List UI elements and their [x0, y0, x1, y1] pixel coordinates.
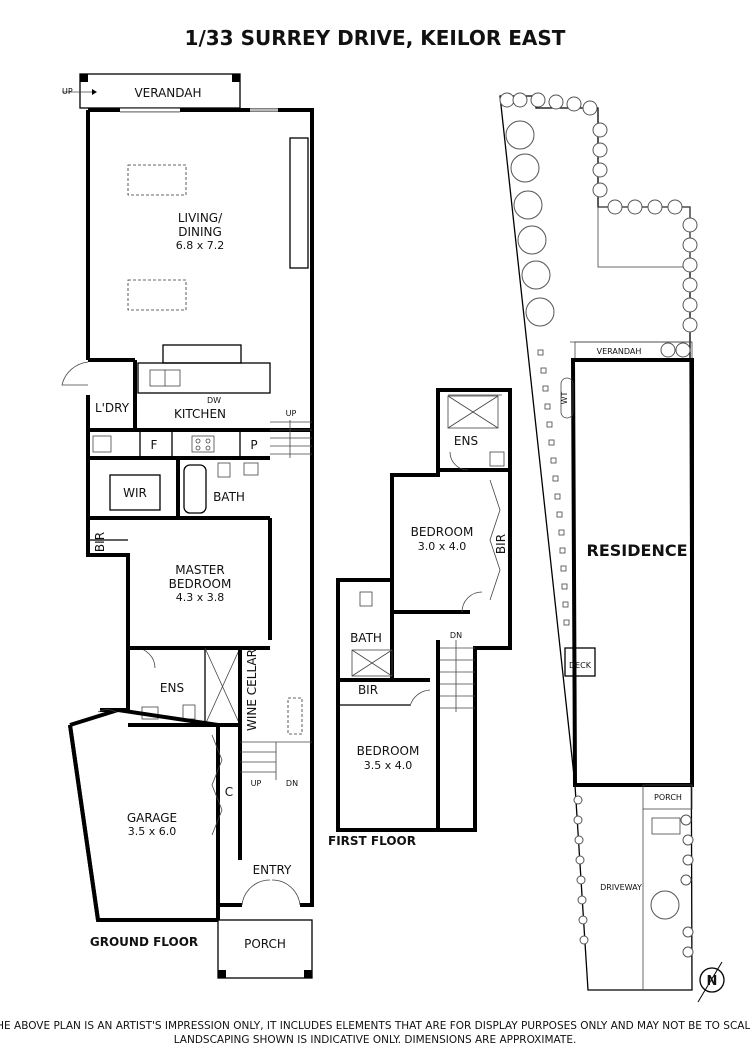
stepping-stones	[537, 349, 570, 626]
stair-dn-under: DN	[286, 779, 298, 788]
bedroom-2-dim: 3.5 x 4.0	[364, 759, 413, 772]
master-label: MASTER	[175, 563, 224, 577]
ens-shower	[447, 395, 499, 429]
laundry-door	[61, 361, 89, 386]
stair-up-label: UP	[286, 409, 297, 418]
ground-stair	[270, 420, 312, 458]
dishwasher-label: DW	[207, 396, 221, 405]
kitchen-label: KITCHEN	[174, 407, 226, 421]
residence-outline	[570, 358, 694, 787]
pantry-label: P	[250, 438, 257, 452]
first-floor-heading: FIRST FLOOR	[328, 834, 416, 848]
living-dim: 6.8 x 7.2	[176, 239, 225, 252]
ground-floor-plan: UP VERANDAH LIVING/ DINING 6.8 x 7.2 DW …	[61, 73, 314, 979]
first-floor-plan: ENS BEDROOM 3.0 x 4.0 BIR BATH DN	[328, 388, 512, 848]
entry-label: ENTRY	[253, 863, 292, 877]
cooktop	[191, 435, 215, 453]
deck-box	[564, 647, 596, 677]
ensuite-first-label: ENS	[454, 434, 478, 448]
site-porch-label: PORCH	[654, 793, 682, 802]
wir-label: WIR	[123, 486, 147, 500]
bathtub	[183, 464, 207, 514]
disclaimer-line-2: LANDSCAPING SHOWN IS INDICATIVE ONLY. DI…	[174, 1034, 577, 1046]
bath-label: BATH	[213, 490, 245, 504]
bedroom-1-label: BEDROOM	[411, 525, 474, 539]
stair-dn-first: DN	[450, 631, 462, 640]
site-plan: VERANDAH WT RESIDENCE DECK PORCH DRIVEWA…	[499, 92, 725, 1003]
ens-toilet	[182, 704, 196, 720]
verandah-label: VERANDAH	[134, 86, 201, 100]
porch-area	[217, 919, 313, 979]
water-tank	[560, 377, 574, 419]
bath-first-label: BATH	[350, 631, 382, 645]
bath-vanity	[243, 462, 259, 476]
bath-shower-first	[351, 649, 393, 677]
plan-title: 1/33 SURREY DRIVE, KEILOR EAST	[185, 26, 566, 50]
bir-first-right: BIR	[494, 534, 508, 554]
deck-label: DECK	[569, 661, 592, 670]
ensuite-ground-label: ENS	[160, 681, 184, 695]
laundry-tub	[92, 435, 112, 453]
kitchen-island	[137, 362, 271, 394]
garage-dim: 3.5 x 6.0	[128, 825, 177, 838]
residence-label: RESIDENCE	[587, 541, 688, 560]
cupboard-label: C	[225, 785, 233, 799]
stair-up-under: UP	[251, 779, 262, 788]
dining-label: DINING	[178, 225, 222, 239]
driveway-label: DRIVEWAY	[600, 883, 642, 892]
site-verandah-label: VERANDAH	[597, 347, 642, 356]
garage-label: GARAGE	[127, 811, 177, 825]
skylight-1	[127, 164, 187, 196]
bath-toilet-first	[359, 591, 373, 607]
bir-first-left: BIR	[358, 683, 378, 697]
living-bench	[289, 137, 309, 269]
bath-toilet	[217, 462, 231, 478]
master-dim: 4.3 x 3.8	[176, 591, 225, 604]
first-outer-wall	[336, 388, 512, 832]
site-porch	[642, 784, 693, 810]
north-label: N	[707, 974, 718, 989]
porch-label: PORCH	[244, 937, 286, 951]
under-stair	[240, 741, 312, 780]
water-tank-label: WT	[560, 391, 569, 404]
trees	[499, 92, 698, 958]
bedroom-2-label: BEDROOM	[357, 744, 420, 758]
bir-ground-label: BIR	[93, 532, 107, 552]
first-stair	[436, 640, 475, 830]
bedroom-1-dim: 3.0 x 4.0	[418, 540, 467, 553]
skylight-2	[127, 279, 187, 311]
living-label: LIVING/	[178, 211, 223, 225]
fridge-label: F	[151, 438, 158, 452]
ground-floor-heading: GROUND FLOOR	[90, 935, 198, 949]
laundry-label: L'DRY	[95, 401, 130, 415]
wir-box	[109, 474, 161, 511]
disclaimer-line-1: THE ABOVE PLAN IS AN ARTIST'S IMPRESSION…	[0, 1020, 750, 1032]
wine-cellar-label: WINE CELLAR	[245, 649, 259, 731]
verandah-up-label: UP	[62, 87, 73, 96]
north-arrow	[697, 961, 725, 1003]
kitchen-island-top	[162, 344, 242, 364]
master-label-2: BEDROOM	[169, 577, 232, 591]
